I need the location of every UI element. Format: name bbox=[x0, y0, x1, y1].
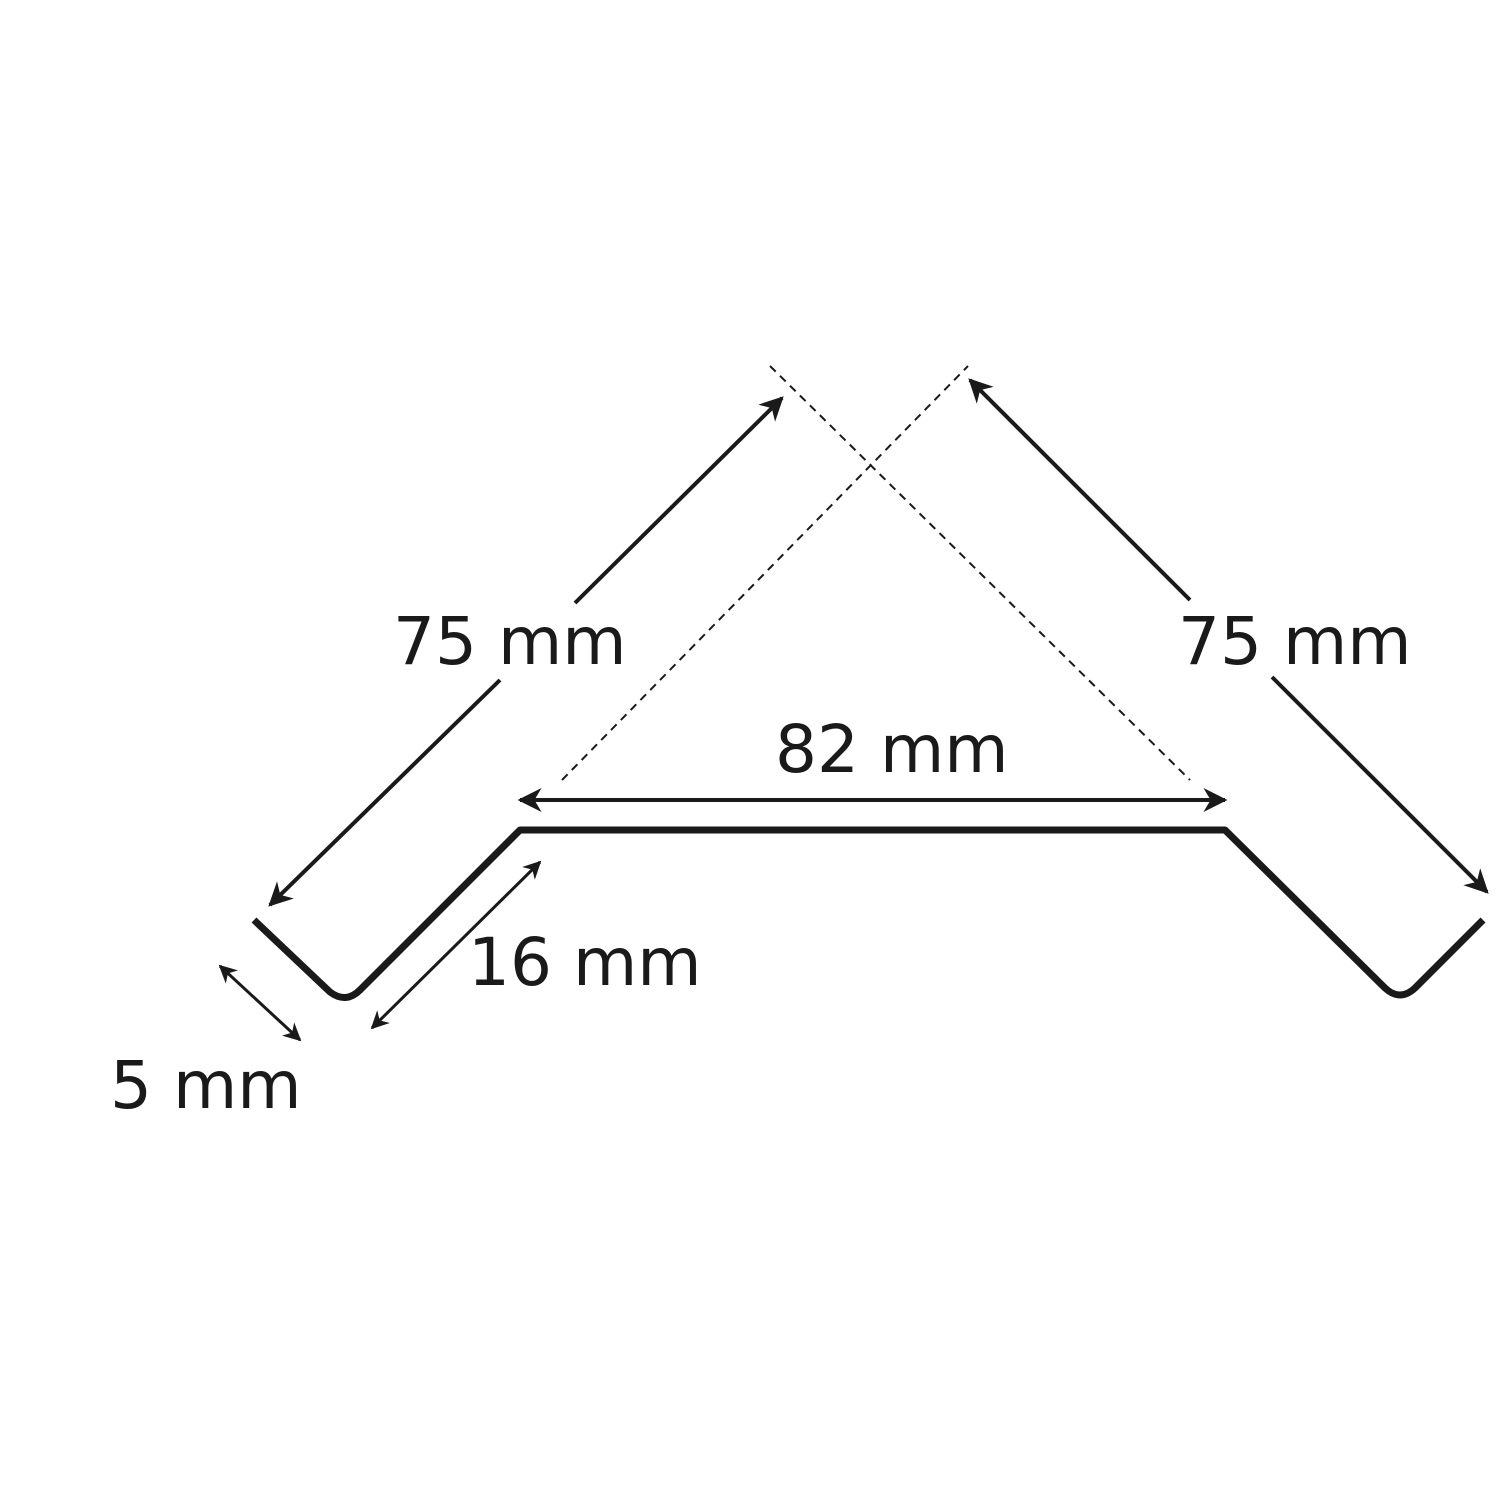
construction-line-right bbox=[769, 365, 1191, 781]
dimension-arrow-left-leg-upper bbox=[573, 396, 784, 605]
label-flat-top: 82 mm bbox=[775, 711, 1009, 788]
profile-outline bbox=[251, 826, 1486, 1001]
label-left-leg: 75 mm bbox=[393, 603, 627, 680]
dimension-arrow-short-bevel bbox=[370, 860, 542, 1030]
dimension-arrow-right-leg-lower bbox=[1270, 675, 1489, 894]
label-lip: 5 mm bbox=[110, 1047, 302, 1124]
label-short-bevel: 16 mm bbox=[468, 924, 702, 1001]
construction-line-left bbox=[561, 365, 969, 781]
dimension-arrow-left-leg-lower bbox=[268, 678, 502, 907]
dimension-arrow-lip bbox=[218, 964, 302, 1042]
label-right-leg: 75 mm bbox=[1178, 603, 1412, 680]
dimension-arrow-right-leg-upper bbox=[968, 378, 1192, 602]
